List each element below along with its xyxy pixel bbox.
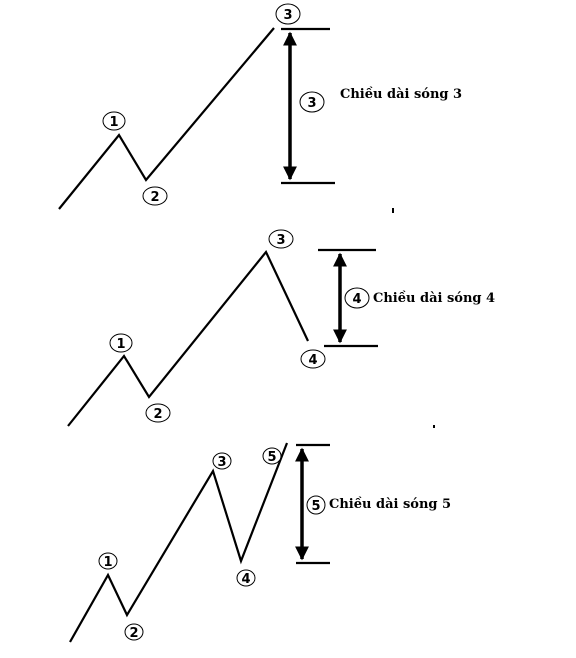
wave-marker-4: 4	[236, 569, 256, 587]
marker-label: 3	[283, 8, 292, 23]
measure-marker: 5	[306, 495, 326, 515]
marker-label: 5	[311, 499, 320, 514]
wave-marker-1: 1	[109, 333, 133, 353]
wave-marker-3: 3	[275, 3, 301, 25]
marker-label: 3	[276, 233, 285, 248]
marker-label: 4	[352, 292, 361, 307]
wave-marker-2: 2	[145, 403, 171, 423]
wave-marker-1: 1	[102, 111, 126, 131]
measure-marker: 3	[299, 91, 325, 113]
panel-wave-3: 1 2 3 3 Chiều dài sóng 3	[58, 3, 462, 210]
marker-label: 5	[267, 450, 276, 465]
marker-label: 3	[217, 455, 226, 470]
marker-label: 3	[307, 96, 316, 111]
marker-label: 1	[109, 115, 118, 130]
wave-line	[69, 442, 289, 643]
wave-marker-2: 2	[124, 623, 144, 641]
stray-speck	[433, 425, 435, 428]
marker-label: 4	[308, 353, 317, 368]
marker-label: 4	[241, 572, 250, 587]
wave-marker-5: 5	[262, 447, 282, 465]
wave-line	[67, 249, 309, 427]
wave-marker-3: 3	[212, 452, 232, 470]
wave-marker-3: 3	[268, 229, 294, 249]
wave-caption: Chiều dài sóng 4	[373, 290, 495, 306]
wave-marker-2: 2	[142, 186, 168, 206]
wave-caption: Chiều dài sóng 3	[340, 86, 462, 102]
panel-wave-5: 1 2 3 4 5 5 Chiều dài sóng 5	[69, 442, 451, 643]
wave-line	[58, 27, 275, 210]
marker-label: 2	[129, 626, 138, 641]
marker-label: 2	[150, 190, 159, 205]
wave-marker-4: 4	[300, 349, 326, 369]
marker-label: 1	[116, 337, 125, 352]
panel-wave-4: 1 2 3 4 4 Chiều dài sóng 4	[67, 229, 495, 427]
wave-caption: Chiều dài sóng 5	[329, 496, 451, 512]
marker-label: 2	[153, 407, 162, 422]
measure-marker: 4	[344, 287, 370, 309]
wave-marker-1: 1	[98, 552, 118, 570]
stray-speck	[392, 208, 394, 213]
marker-label: 1	[103, 555, 112, 570]
